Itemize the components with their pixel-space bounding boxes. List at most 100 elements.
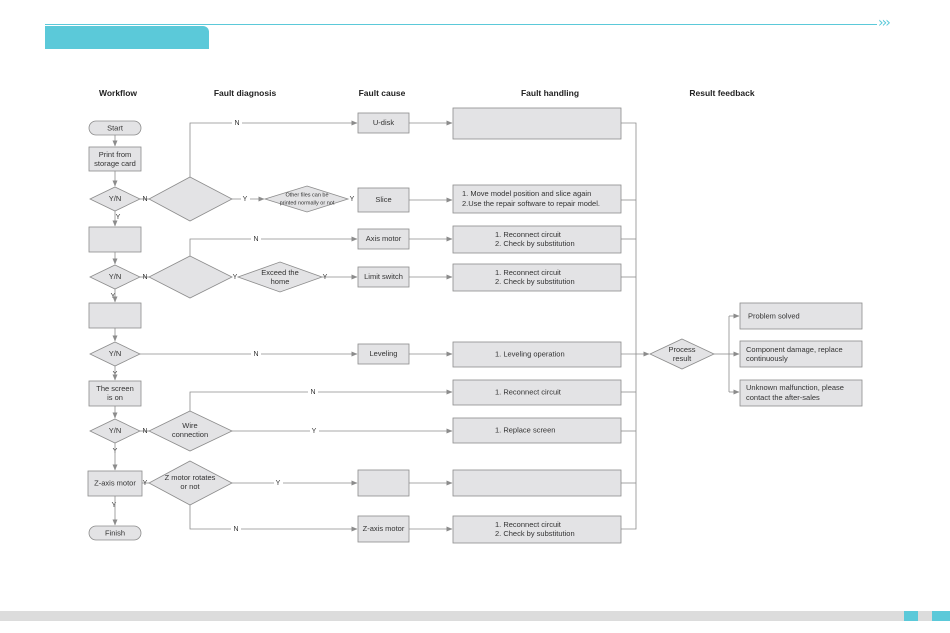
- handling-slice-line2: 2.Use the repair software to repair mode…: [462, 199, 600, 208]
- handling-limit-switch: [452, 263, 622, 292]
- handling-reconnect: 1. Reconnect circuit: [495, 230, 562, 239]
- y-label: Y: [116, 214, 121, 221]
- yn-label: Y/N: [109, 349, 122, 358]
- wire-connection-line1: Wire: [182, 421, 197, 430]
- y-label: Y: [243, 196, 248, 203]
- header-fault-diagnosis: Fault diagnosis: [214, 88, 277, 98]
- cause-axis-motor-label: Axis motor: [366, 234, 402, 243]
- handling-slice: [452, 184, 622, 214]
- result-unknown-line2: contact the after-sales: [746, 393, 820, 402]
- diagnosis-diamond-1: [148, 176, 233, 222]
- result-problem-solved: [739, 302, 863, 330]
- n-label: N: [233, 526, 238, 533]
- n-label: N: [253, 351, 258, 358]
- z-axis-motor-node: [87, 470, 143, 497]
- header-fault-handling: Fault handling: [521, 88, 579, 98]
- y-label: Y: [350, 196, 355, 203]
- footer-accent-square: [932, 611, 950, 621]
- handling-replace-screen: [452, 417, 622, 444]
- handling-wire-reconnect: [452, 379, 622, 406]
- yn-label: Y/N: [109, 194, 122, 203]
- yn-label: Y/N: [109, 426, 122, 435]
- handling-blank: [452, 469, 622, 497]
- z-motor-rotates-line2: or not: [180, 482, 200, 491]
- process-result-line1: Process: [668, 345, 695, 354]
- n-label: N: [142, 428, 147, 435]
- handling-u-disk: [452, 107, 622, 140]
- cause-z-axis-motor-label: Z-axis motor: [363, 524, 405, 533]
- wire-connection-diamond: [148, 410, 233, 452]
- header-workflow: Workflow: [99, 88, 137, 98]
- result-unknown-malfunction: [739, 379, 863, 407]
- screen-label-line1: The screen: [96, 384, 134, 393]
- yn-label: Y/N: [109, 272, 122, 281]
- cause-z-axis-motor: [357, 515, 410, 543]
- y-label: Y: [112, 502, 117, 509]
- cause-slice-label: Slice: [375, 195, 391, 204]
- header-fault-cause: Fault cause: [359, 88, 406, 98]
- exceed-home-diamond: [236, 261, 324, 293]
- exceed-home-line1: Exceed the: [261, 268, 299, 277]
- handling-slice-line1: 1. Move model position and slice again: [462, 189, 591, 198]
- n-label: N: [253, 236, 258, 243]
- n-label: N: [234, 120, 239, 127]
- handling-leveling: [452, 341, 622, 368]
- y-label: Y: [312, 428, 317, 435]
- diagnosis-diamond-2: [148, 255, 233, 299]
- handling-reconnect: 1. Reconnect circuit: [495, 520, 562, 529]
- connector: [189, 120, 358, 177]
- other-files-diamond: [263, 185, 350, 213]
- chevron-right-icon: ›››: [878, 15, 891, 31]
- header-result-feedback: Result feedback: [689, 88, 754, 98]
- print-label-line1: Print from: [99, 150, 132, 159]
- z-motor-rotates-line1: Z motor rotates: [165, 473, 216, 482]
- workflow-blank-node-1: [88, 226, 142, 253]
- connector: [189, 236, 358, 256]
- other-files-line2: printed normally or not: [280, 200, 335, 206]
- screen-on-node: [88, 380, 142, 407]
- start-label: Start: [107, 123, 124, 132]
- y-label: Y: [233, 274, 238, 281]
- cause-blank: [357, 469, 410, 497]
- footer-bar: [0, 611, 950, 621]
- process-result-line2: result: [673, 354, 692, 363]
- y-label: Y: [323, 274, 328, 281]
- connector: [189, 505, 358, 532]
- exceed-home-line2: home: [271, 277, 290, 286]
- finish-node: [88, 525, 142, 541]
- handling-reconnect: 1. Reconnect circuit: [495, 268, 562, 277]
- n-label: N: [310, 389, 315, 396]
- cause-slice: [357, 187, 410, 213]
- result-component-damage-line2: continuously: [746, 354, 788, 363]
- screen-label-line2: is on: [107, 393, 123, 402]
- cause-u-disk-label: U-disk: [373, 118, 395, 127]
- workflow-blank-node-2: [88, 302, 142, 329]
- result-unknown-line1: Unknown malfunction, please: [746, 383, 844, 392]
- header-accent-tab: [45, 26, 209, 49]
- finish-label: Finish: [105, 528, 125, 537]
- footer-accent-square: [904, 611, 918, 621]
- other-files-line1: Other files can be: [285, 192, 328, 198]
- handling-leveling-label: 1. Leveling operation: [495, 349, 565, 358]
- n-label: N: [142, 274, 147, 281]
- handling-z-axis-motor: [452, 515, 622, 544]
- handling-substitution: 2. Check by substitution: [495, 529, 575, 538]
- wire-connection-line2: connection: [172, 430, 208, 439]
- y-label: Y: [111, 293, 116, 300]
- result-component-damage: [739, 340, 863, 368]
- z-axis-motor-label: Z-axis motor: [94, 478, 136, 487]
- handling-axis-motor: [452, 225, 622, 254]
- n-label: N: [142, 196, 147, 203]
- y-label: Y: [276, 480, 281, 487]
- cause-limit-switch-label: Limit switch: [364, 272, 403, 281]
- handling-substitution: 2. Check by substitution: [495, 277, 575, 286]
- print-label-line2: storage card: [94, 159, 136, 168]
- result-bus: [621, 122, 637, 530]
- handling-substitution: 2. Check by substitution: [495, 239, 575, 248]
- connector: [189, 389, 453, 411]
- result-problem-solved-label: Problem solved: [748, 311, 800, 320]
- header-accent-line: [45, 24, 877, 25]
- cause-leveling-label: Leveling: [370, 349, 398, 358]
- result-component-damage-line1: Component damage, replace: [746, 345, 843, 354]
